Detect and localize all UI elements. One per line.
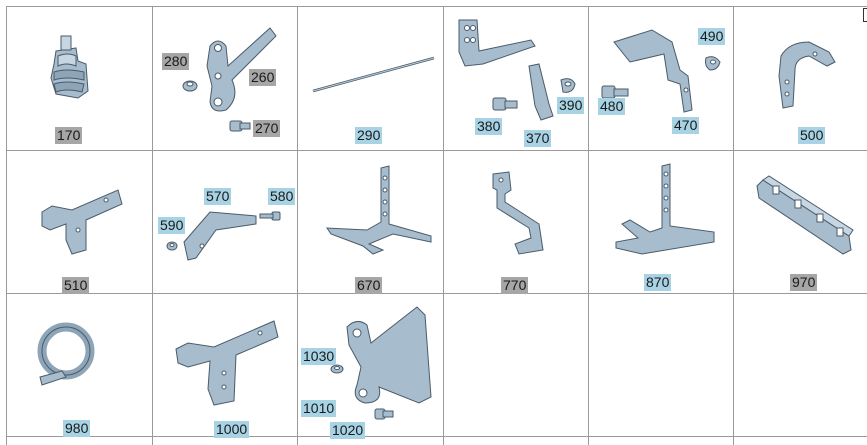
clip-icon bbox=[50, 35, 89, 99]
part-number-label[interactable]: 980 bbox=[63, 420, 91, 437]
part-number-label[interactable]: 510 bbox=[62, 277, 90, 294]
part-cell[interactable]: 170 bbox=[6, 6, 152, 149]
part-number-label[interactable]: 670 bbox=[355, 277, 383, 294]
bracket-icon bbox=[458, 19, 576, 121]
grid-line bbox=[6, 293, 867, 294]
z-bracket-icon bbox=[492, 171, 544, 255]
part-number-label[interactable]: 280 bbox=[162, 53, 190, 70]
part-number-label[interactable]: 1030 bbox=[301, 348, 337, 365]
part-number-label[interactable]: 380 bbox=[475, 118, 503, 135]
grid-line bbox=[6, 6, 867, 7]
part-number-label[interactable]: 370 bbox=[524, 130, 552, 147]
part-cell[interactable]: 290 bbox=[297, 6, 443, 149]
grid-line bbox=[588, 6, 589, 445]
part-number-label[interactable]: 260 bbox=[249, 69, 277, 86]
part-cell[interactable]: 970 bbox=[733, 150, 867, 293]
part-number-label[interactable]: 290 bbox=[355, 127, 383, 144]
part-cell[interactable]: 980 bbox=[6, 293, 152, 437]
rail-icon bbox=[756, 175, 854, 255]
part-number-label[interactable]: 270 bbox=[253, 120, 281, 137]
bracket-plate-icon bbox=[182, 27, 277, 132]
mount-bracket-icon bbox=[41, 189, 123, 255]
rod-icon bbox=[312, 56, 435, 93]
part-number-label[interactable]: 970 bbox=[790, 274, 818, 291]
part-cell[interactable]: 510 bbox=[6, 150, 152, 294]
part-cell[interactable]: 1030 1010 1020 bbox=[297, 293, 443, 439]
part-cell[interactable]: 570 580 590 bbox=[152, 150, 298, 293]
pipe-clamp-icon bbox=[37, 322, 95, 386]
mount-bracket-icon bbox=[175, 320, 279, 406]
bent-plate-icon bbox=[166, 211, 281, 261]
empty-cell bbox=[733, 293, 867, 436]
part-number-label[interactable]: 170 bbox=[55, 127, 83, 144]
part-number-label[interactable]: 490 bbox=[698, 28, 726, 45]
part-cell[interactable]: 1000 bbox=[152, 293, 298, 438]
edge-marker bbox=[863, 8, 867, 22]
part-cell[interactable]: 500 bbox=[733, 6, 867, 149]
part-cell[interactable]: 380 390 370 bbox=[443, 6, 589, 149]
part-number-label[interactable]: 1020 bbox=[330, 422, 366, 439]
part-number-label[interactable]: 500 bbox=[798, 127, 826, 144]
empty-cell bbox=[443, 293, 589, 436]
bracket-icon bbox=[601, 29, 721, 113]
grid-line bbox=[6, 150, 867, 151]
part-number-label[interactable]: 580 bbox=[268, 188, 296, 205]
grid-line bbox=[6, 436, 867, 437]
part-number-label[interactable]: 480 bbox=[598, 98, 626, 115]
part-number-label[interactable]: 570 bbox=[204, 188, 232, 205]
part-cell[interactable]: 280 260 270 bbox=[152, 6, 298, 149]
part-cell[interactable]: 770 bbox=[443, 150, 589, 294]
bracket-plate-icon bbox=[330, 306, 432, 420]
part-cell[interactable]: 490 480 470 bbox=[588, 6, 734, 149]
empty-cell bbox=[588, 293, 734, 436]
l-bracket-icon bbox=[778, 41, 836, 109]
strap-bracket-icon bbox=[615, 163, 715, 255]
parts-grid: 170 280 260 270 290 bbox=[6, 6, 867, 445]
part-cell[interactable]: 670 bbox=[297, 150, 443, 294]
part-number-label[interactable]: 770 bbox=[501, 277, 529, 294]
part-number-label[interactable]: 870 bbox=[644, 274, 672, 291]
grid-line bbox=[6, 6, 7, 445]
grid-line bbox=[733, 6, 734, 445]
grid-line bbox=[152, 6, 153, 445]
strap-bracket-icon bbox=[326, 165, 432, 255]
part-cell[interactable]: 870 bbox=[588, 150, 734, 293]
part-number-label[interactable]: 1010 bbox=[301, 400, 337, 417]
part-number-label[interactable]: 590 bbox=[158, 217, 186, 234]
part-number-label[interactable]: 390 bbox=[557, 97, 585, 114]
grid-line bbox=[297, 6, 298, 445]
part-number-label[interactable]: 1000 bbox=[214, 421, 250, 438]
part-number-label[interactable]: 470 bbox=[672, 117, 700, 134]
grid-line bbox=[443, 6, 444, 445]
